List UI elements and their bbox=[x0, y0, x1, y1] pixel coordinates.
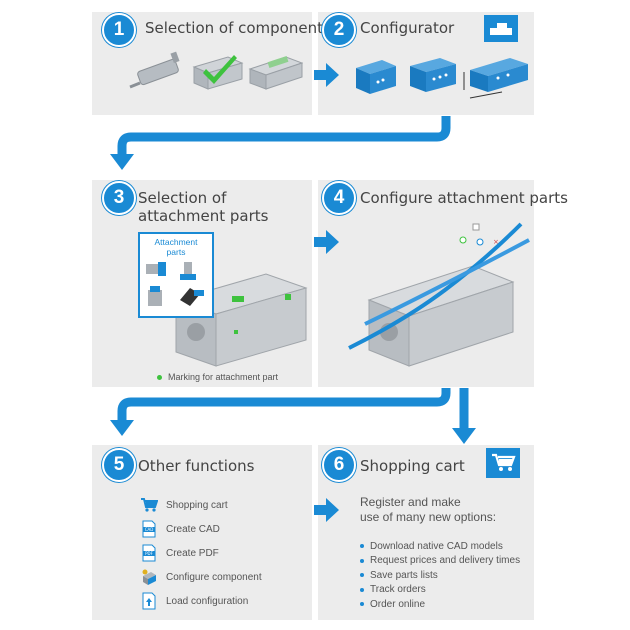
function-create-cad[interactable]: CAD Create CAD bbox=[140, 520, 220, 538]
shopping-cart-icon[interactable] bbox=[486, 448, 520, 478]
blue-block-2 bbox=[410, 58, 456, 92]
fittings-images bbox=[144, 260, 208, 312]
slide-unit-image bbox=[250, 56, 302, 89]
shopping-option: Order online bbox=[360, 597, 520, 612]
marking-dot bbox=[234, 330, 238, 334]
step-title-5: Other functions bbox=[138, 457, 254, 475]
function-label: Configure component bbox=[166, 572, 262, 583]
blue-block-3 bbox=[464, 58, 528, 98]
function-label: Shopping cart bbox=[166, 500, 228, 511]
cart-icon bbox=[140, 496, 158, 514]
configured-block-images bbox=[352, 52, 532, 104]
arrow-5-to-6 bbox=[314, 498, 339, 522]
compact-cylinder-image bbox=[194, 55, 242, 89]
marking-legend-dot bbox=[157, 375, 162, 380]
marking-dot bbox=[285, 294, 291, 300]
blue-block-1 bbox=[356, 60, 396, 94]
step-badge-3: 3 bbox=[102, 181, 136, 215]
function-label: Create PDF bbox=[166, 548, 219, 559]
cad-icon-text: CAD bbox=[145, 527, 154, 532]
marking-legend: Marking for attachment part bbox=[168, 372, 278, 382]
step-title-1: Selection of component bbox=[145, 19, 323, 37]
marking-dot bbox=[232, 296, 244, 302]
round-cylinder-image bbox=[130, 52, 180, 87]
attachment-label-line1: Attachment bbox=[140, 237, 212, 247]
component-images bbox=[128, 45, 303, 100]
function-label: Load configuration bbox=[166, 596, 248, 607]
shopping-option: Request prices and delivery times bbox=[360, 554, 520, 569]
step-title-2: Configurator bbox=[360, 19, 454, 37]
step-badge-2: 2 bbox=[322, 13, 356, 47]
configurator-icon[interactable] bbox=[484, 15, 518, 42]
function-load-configuration[interactable]: Load configuration bbox=[140, 592, 248, 610]
shopping-option: Track orders bbox=[360, 583, 520, 598]
pdf-icon-text: PDF bbox=[145, 551, 153, 556]
shopping-option: Save parts lists bbox=[360, 568, 520, 583]
svg-text:×: × bbox=[493, 238, 499, 246]
configure-icon bbox=[140, 568, 158, 586]
step-badge-4: 4 bbox=[322, 181, 356, 215]
function-shopping-cart[interactable]: Shopping cart bbox=[140, 496, 228, 514]
function-create-pdf[interactable]: PDF Create PDF bbox=[140, 544, 219, 562]
cad-file-icon: CAD bbox=[140, 520, 158, 538]
upload-icon bbox=[140, 592, 158, 610]
function-label: Create CAD bbox=[166, 524, 220, 535]
arrow-4-to-5-head bbox=[110, 420, 134, 436]
shopping-options-list: Download native CAD models Request price… bbox=[360, 539, 520, 612]
step-badge-6: 6 bbox=[322, 448, 356, 482]
step-title-4: Configure attachment parts bbox=[360, 189, 568, 207]
arrow-2-to-3 bbox=[122, 116, 446, 156]
arrow-1-to-2 bbox=[314, 63, 339, 87]
arrow-4-to-5 bbox=[122, 388, 446, 422]
cylinder-with-tubes-image: × bbox=[345, 220, 530, 380]
arrow-2-to-3-head bbox=[110, 154, 134, 170]
step-badge-5: 5 bbox=[102, 448, 136, 482]
step-badge-1: 1 bbox=[102, 13, 136, 47]
shopping-intro-line1: Register and make bbox=[360, 495, 461, 510]
arrow-4-to-6-head bbox=[452, 428, 476, 444]
shopping-option: Download native CAD models bbox=[360, 539, 520, 554]
step-title-6: Shopping cart bbox=[360, 457, 465, 475]
attachment-parts-box: Attachment parts bbox=[138, 232, 214, 318]
pdf-file-icon: PDF bbox=[140, 544, 158, 562]
arrow-3-to-4 bbox=[314, 230, 339, 254]
step-title-3-line2: attachment parts bbox=[138, 207, 268, 225]
function-configure-component[interactable]: Configure component bbox=[140, 568, 262, 586]
attachment-label-line2: parts bbox=[140, 247, 212, 257]
step-title-3-line1: Selection of bbox=[138, 189, 226, 207]
shopping-intro-line2: use of many new options: bbox=[360, 510, 496, 525]
